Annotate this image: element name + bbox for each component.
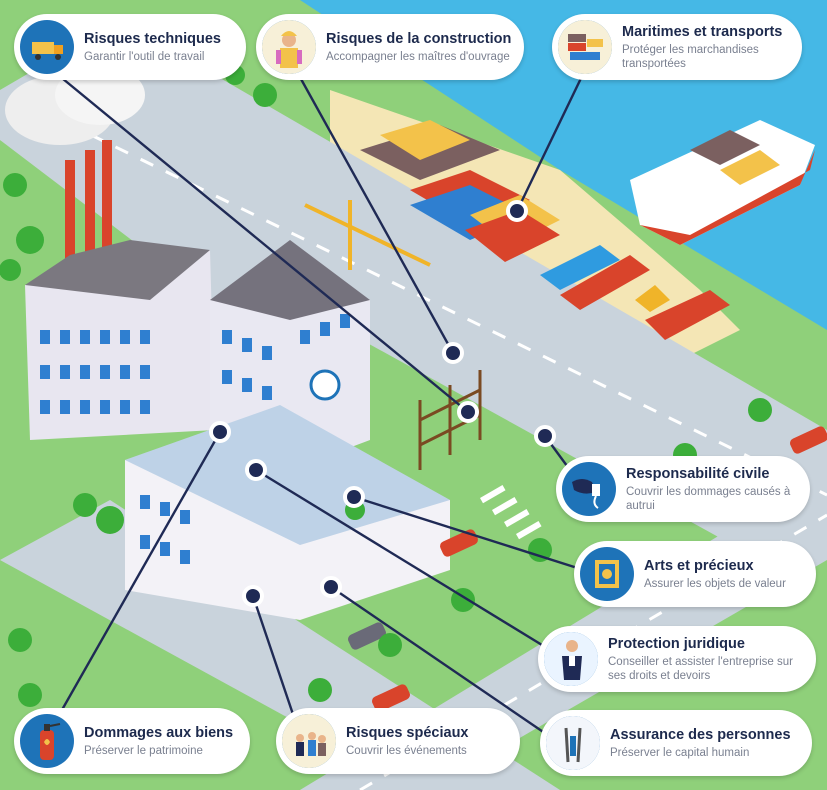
target-dot-assurance-personnes[interactable] <box>320 576 342 598</box>
card-description: Protéger les marchandises transportées <box>622 43 759 70</box>
card-title: Assurance des personnes <box>610 726 791 743</box>
connector-protection-juridique <box>255 468 561 658</box>
card-description: Garantir l'outil de travail <box>84 50 205 63</box>
card-risques-construction[interactable]: Risques de la construction Accompagner l… <box>256 14 524 80</box>
target-dot-risques-construction[interactable] <box>442 342 464 364</box>
card-responsabilite-civile[interactable]: Responsabilité civile Couvrir les dommag… <box>556 456 810 522</box>
cars <box>348 426 827 712</box>
connector-maritimes-transports <box>515 71 586 212</box>
painting-frame-icon <box>580 547 634 601</box>
card-description: Couvrir les dommages causés à autrui <box>626 485 791 512</box>
containers <box>360 120 560 262</box>
water <box>300 0 827 330</box>
card-risques-speciaux[interactable]: Risques spéciaux Couvrir les événements <box>276 708 520 774</box>
factory <box>5 65 215 440</box>
connector-arts-precieux <box>353 495 591 574</box>
card-assurance-personnes[interactable]: Assurance des personnes Préserver le cap… <box>540 710 812 776</box>
connector-risques-techniques <box>39 59 469 413</box>
front-building <box>125 405 450 620</box>
card-description: Accompagner les maîtres d'ouvrage <box>326 50 510 63</box>
target-dot-risques-techniques[interactable] <box>457 401 479 423</box>
card-arts-precieux[interactable]: Arts et précieux Assurer les objets de v… <box>574 541 816 607</box>
target-dot-responsabilite-civile[interactable] <box>534 425 556 447</box>
target-dot-dommages-biens[interactable] <box>209 421 231 443</box>
card-title: Arts et précieux <box>644 557 754 574</box>
target-dot-maritimes-transports[interactable] <box>506 200 528 222</box>
connector-dommages-biens <box>44 431 222 739</box>
card-title: Maritimes et transports <box>622 23 783 40</box>
connector-assurance-personnes <box>330 586 556 741</box>
truck-icon <box>20 20 74 74</box>
card-title: Dommages aux biens <box>84 724 234 741</box>
fire-extinguisher-icon <box>20 714 74 768</box>
card-title: Responsabilité civile <box>626 465 770 482</box>
target-dot-risques-speciaux[interactable] <box>242 585 264 607</box>
card-description: Préserver le patrimoine <box>84 744 203 757</box>
card-title: Risques techniques <box>84 30 221 47</box>
ship <box>630 120 815 245</box>
trucks <box>540 245 730 340</box>
card-dommages-biens[interactable]: Dommages aux biens Préserver le patrimoi… <box>14 708 250 774</box>
target-dot-arts-precieux[interactable] <box>343 486 365 508</box>
target-dot-protection-juridique[interactable] <box>245 459 267 481</box>
crutches-icon <box>546 716 600 770</box>
main-road <box>0 20 827 560</box>
event-crowd-icon <box>282 714 336 768</box>
card-description: Conseiller et assister l'entreprise sur … <box>608 655 793 682</box>
lawyer-icon <box>544 632 598 686</box>
card-title: Protection juridique <box>608 635 745 652</box>
card-description: Assurer les objets de valeur <box>644 577 786 590</box>
containers-icon <box>558 20 612 74</box>
card-title: Risques de la construction <box>326 30 512 47</box>
card-maritimes-transports[interactable]: Maritimes et transports Protéger les mar… <box>552 14 802 80</box>
card-title: Risques spéciaux <box>346 724 469 741</box>
crosswalk <box>480 485 542 540</box>
connector-risques-construction <box>294 69 455 354</box>
card-risques-techniques[interactable]: Risques techniques Garantir l'outil de t… <box>14 14 246 80</box>
card-protection-juridique[interactable]: Protection juridique Conseiller et assis… <box>538 626 816 692</box>
card-description: Préserver le capital humain <box>610 746 750 759</box>
tower-crane <box>304 200 431 270</box>
spilled-drink-icon <box>562 462 616 516</box>
construction-worker-icon <box>262 20 316 74</box>
card-description: Couvrir les événements <box>346 744 467 757</box>
